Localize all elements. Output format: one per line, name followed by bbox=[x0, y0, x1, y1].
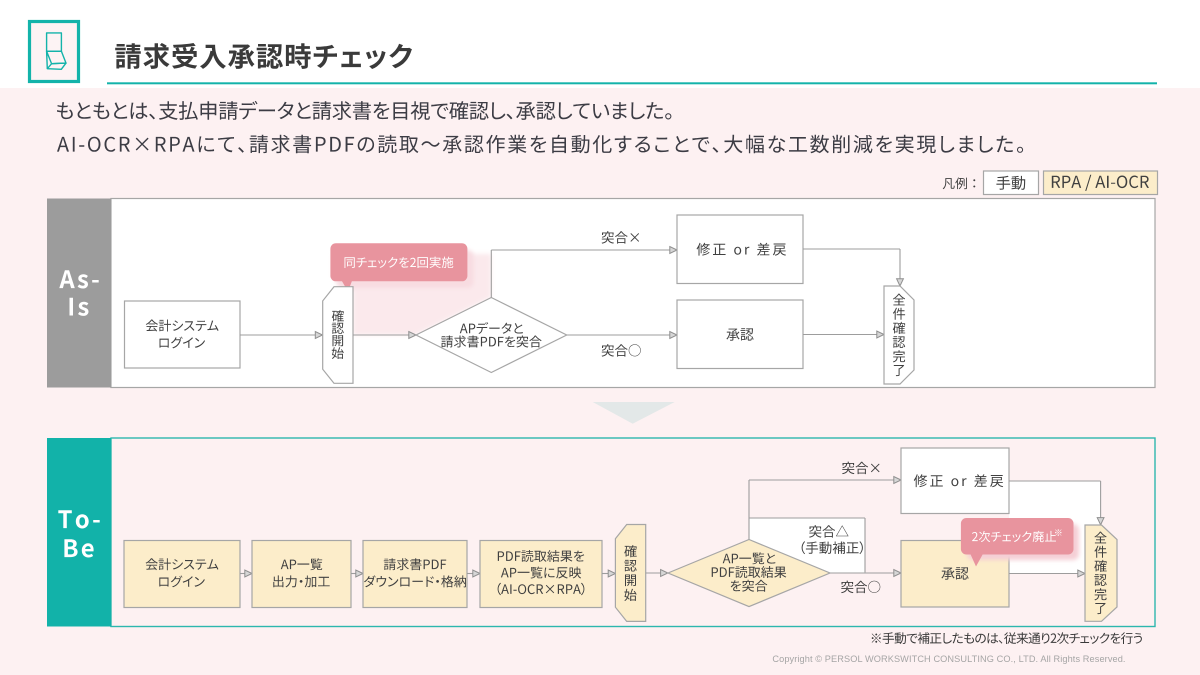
svg-text:Copyright © PERSOL WORKSWITCH: Copyright © PERSOL WORKSWITCH CONSULTING… bbox=[772, 654, 1125, 664]
